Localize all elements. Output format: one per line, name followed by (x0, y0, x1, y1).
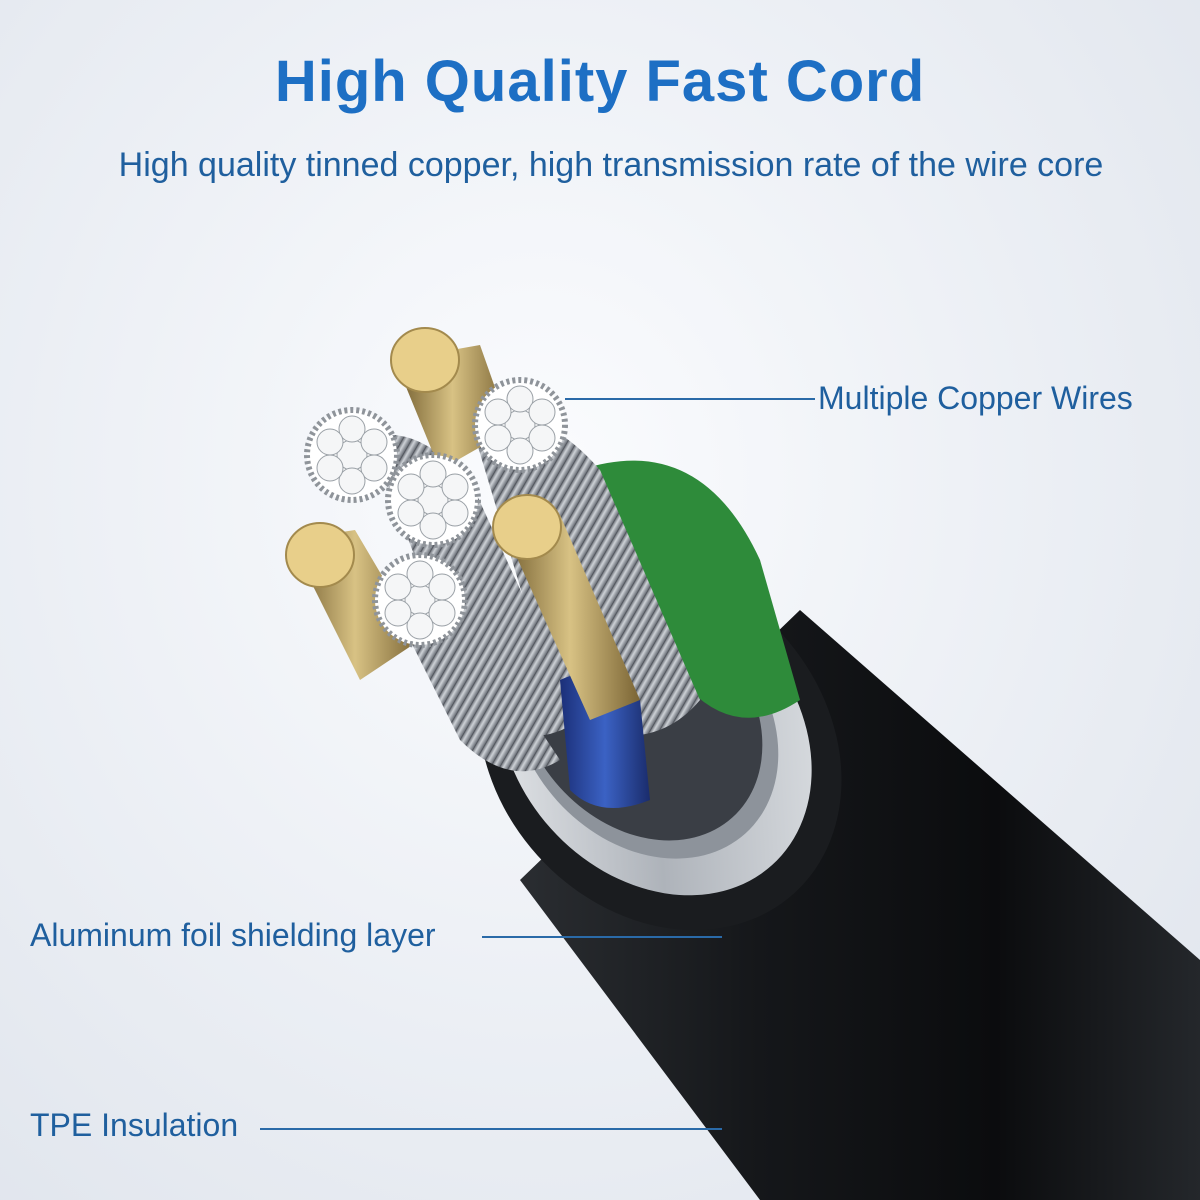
foil-layer-label: Aluminum foil shielding layer (30, 917, 436, 953)
insulation-label: TPE Insulation (30, 1107, 239, 1143)
page-subtitle: High quality tinned copper, high transmi… (118, 146, 1104, 184)
insulation-leader-line (260, 1128, 722, 1130)
blue-wire (560, 673, 650, 808)
page-title: High Quality Fast Cord (274, 49, 926, 114)
copper-conductors (285, 327, 640, 720)
copper-wires-label: Multiple Copper Wires (818, 380, 1133, 416)
green-wire (580, 460, 800, 718)
stranded-core-ends (304, 377, 568, 648)
copper-wires-leader-line (565, 398, 815, 400)
foil-layer-leader-line (482, 936, 722, 938)
